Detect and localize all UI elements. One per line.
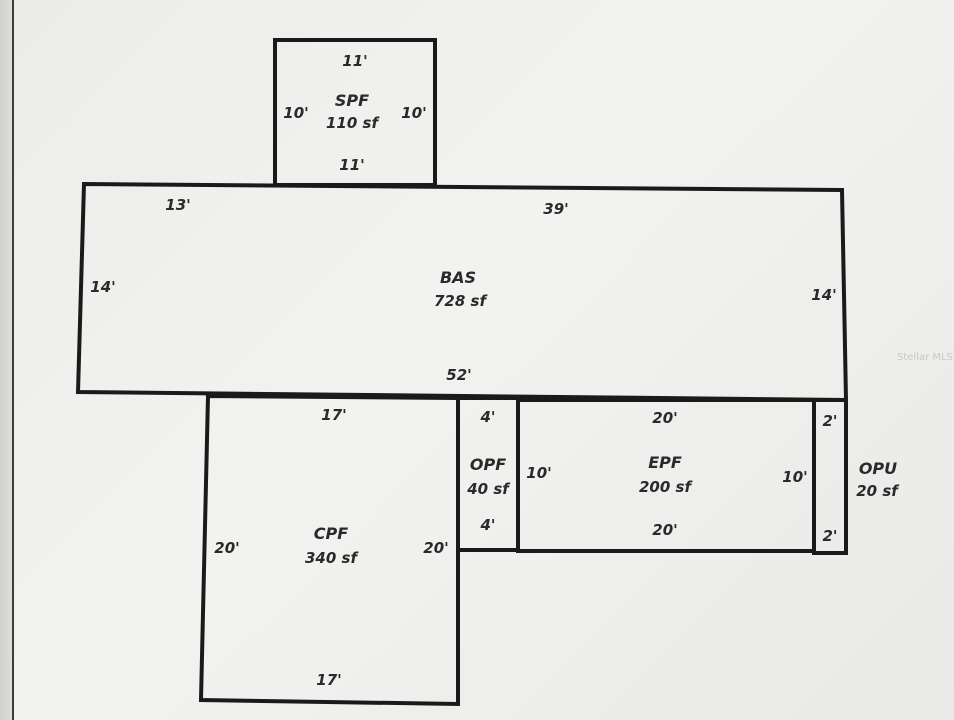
opf-room-area: 40 sf (466, 480, 511, 498)
opu-room-name: OPU (859, 459, 897, 478)
bas-left-dimension: 14' (90, 278, 115, 296)
listing-watermark: Stellar MLS (897, 352, 953, 363)
spf-left-dimension: 10' (283, 104, 308, 122)
epf-room-name: EPF (648, 453, 682, 472)
epf-bottom-dimension: 20' (652, 521, 677, 539)
opf-room-name: OPF (470, 455, 506, 474)
opu-bottom-dimension: 2' (822, 527, 837, 545)
spf-room-name: SPF (335, 91, 369, 110)
cpf-left-dimension: 20' (214, 539, 239, 557)
bas-room-area: 728 sf (434, 292, 488, 310)
cpf-room-area: 340 sf (305, 549, 359, 567)
bas-bottom-dimension: 52' (446, 366, 471, 384)
opf-top-dimension: 4' (479, 408, 495, 426)
cpf-room-name: CPF (314, 524, 348, 543)
spf-room-area: 110 sf (326, 114, 380, 132)
opu-room-outline (812, 398, 848, 555)
bas-top-left-dimension: 13' (165, 196, 190, 214)
bas-room-name: BAS (440, 268, 476, 287)
cpf-bottom-dimension: 17' (316, 671, 341, 689)
cpf-top-dimension: 17' (321, 406, 346, 424)
opf-bottom-dimension: 4' (479, 516, 495, 534)
opu-top-dimension: 2' (822, 412, 837, 430)
spf-right-dimension: 10' (401, 104, 426, 122)
epf-right-dimension: 10' (782, 468, 807, 486)
page-edge (0, 0, 14, 720)
cpf-room-outline (198, 393, 460, 707)
epf-room-area: 200 sf (639, 478, 693, 496)
spf-bottom-dimension: 11' (339, 156, 364, 174)
sketch-sheet (14, 0, 954, 720)
bas-right-dimension: 14' (811, 286, 836, 304)
cpf-right-dimension: 20' (423, 539, 448, 557)
opu-room-area: 20 sf (856, 482, 900, 500)
epf-top-dimension: 20' (652, 409, 677, 427)
spf-top-dimension: 11' (342, 52, 367, 70)
epf-left-dimension: 10' (526, 464, 551, 482)
bas-top-right-dimension: 39' (543, 200, 568, 218)
